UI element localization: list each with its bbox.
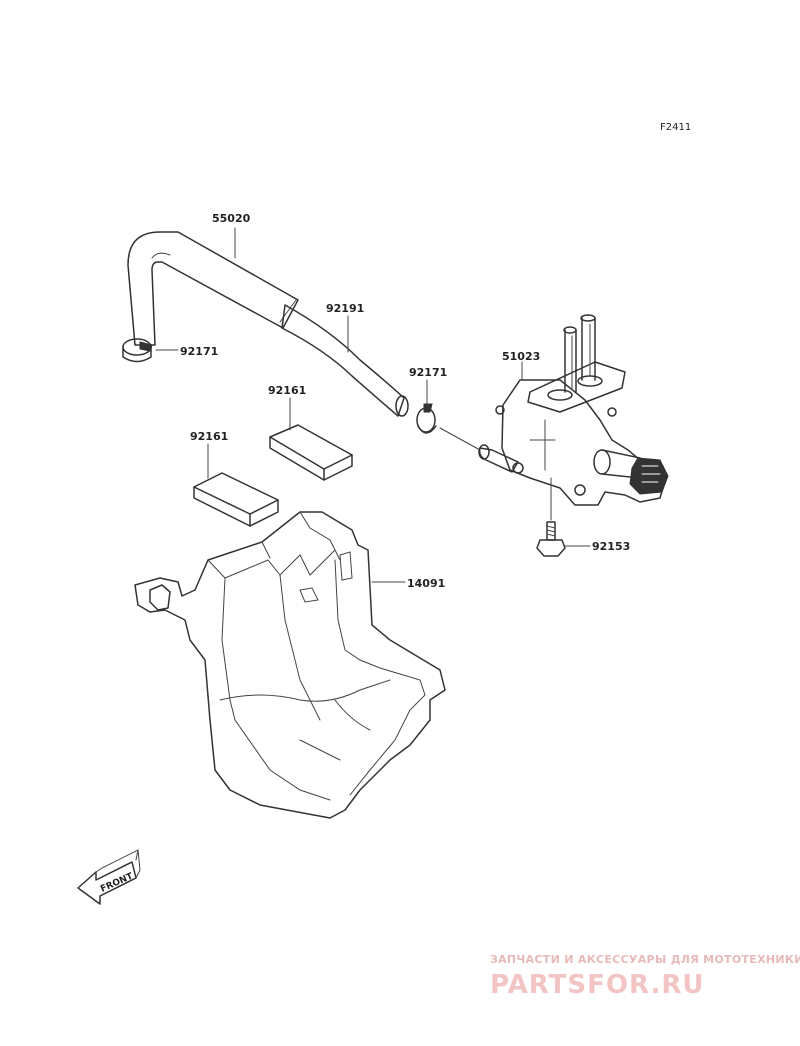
label-92191: 92191 bbox=[326, 302, 364, 315]
label-55020: 55020 bbox=[212, 212, 251, 225]
pad-lower-92161 bbox=[193, 472, 279, 527]
front-marker: FRONT bbox=[77, 849, 141, 905]
assembly-line-clamp bbox=[439, 427, 481, 451]
figure-code: F2411 bbox=[660, 122, 691, 133]
clamp-left-92171 bbox=[122, 338, 153, 363]
bracket-14091 bbox=[134, 511, 446, 819]
label-51023: 51023 bbox=[502, 350, 540, 363]
pad-upper-92161 bbox=[269, 424, 353, 481]
watermark-tagline: ЗАПЧАСТИ И АКСЕССУАРЫ ДЛЯ МОТОТЕХНИКИ bbox=[490, 953, 800, 966]
watermark-brand: PARTSFOR.RU bbox=[490, 970, 704, 1000]
label-92171-left: 92171 bbox=[180, 345, 218, 358]
label-14091: 14091 bbox=[407, 577, 445, 590]
label-92153: 92153 bbox=[592, 540, 630, 553]
label-92161-upper: 92161 bbox=[268, 384, 306, 397]
label-92171-right: 92171 bbox=[409, 366, 447, 379]
leader-lines bbox=[155, 227, 591, 583]
bolt-92153 bbox=[536, 477, 566, 557]
hose-55020 bbox=[127, 231, 299, 346]
label-92161-lower: 92161 bbox=[190, 430, 228, 443]
clamp-right-92171 bbox=[416, 403, 437, 434]
fuel-cock-51023 bbox=[478, 314, 669, 506]
tube-92191 bbox=[281, 304, 409, 417]
